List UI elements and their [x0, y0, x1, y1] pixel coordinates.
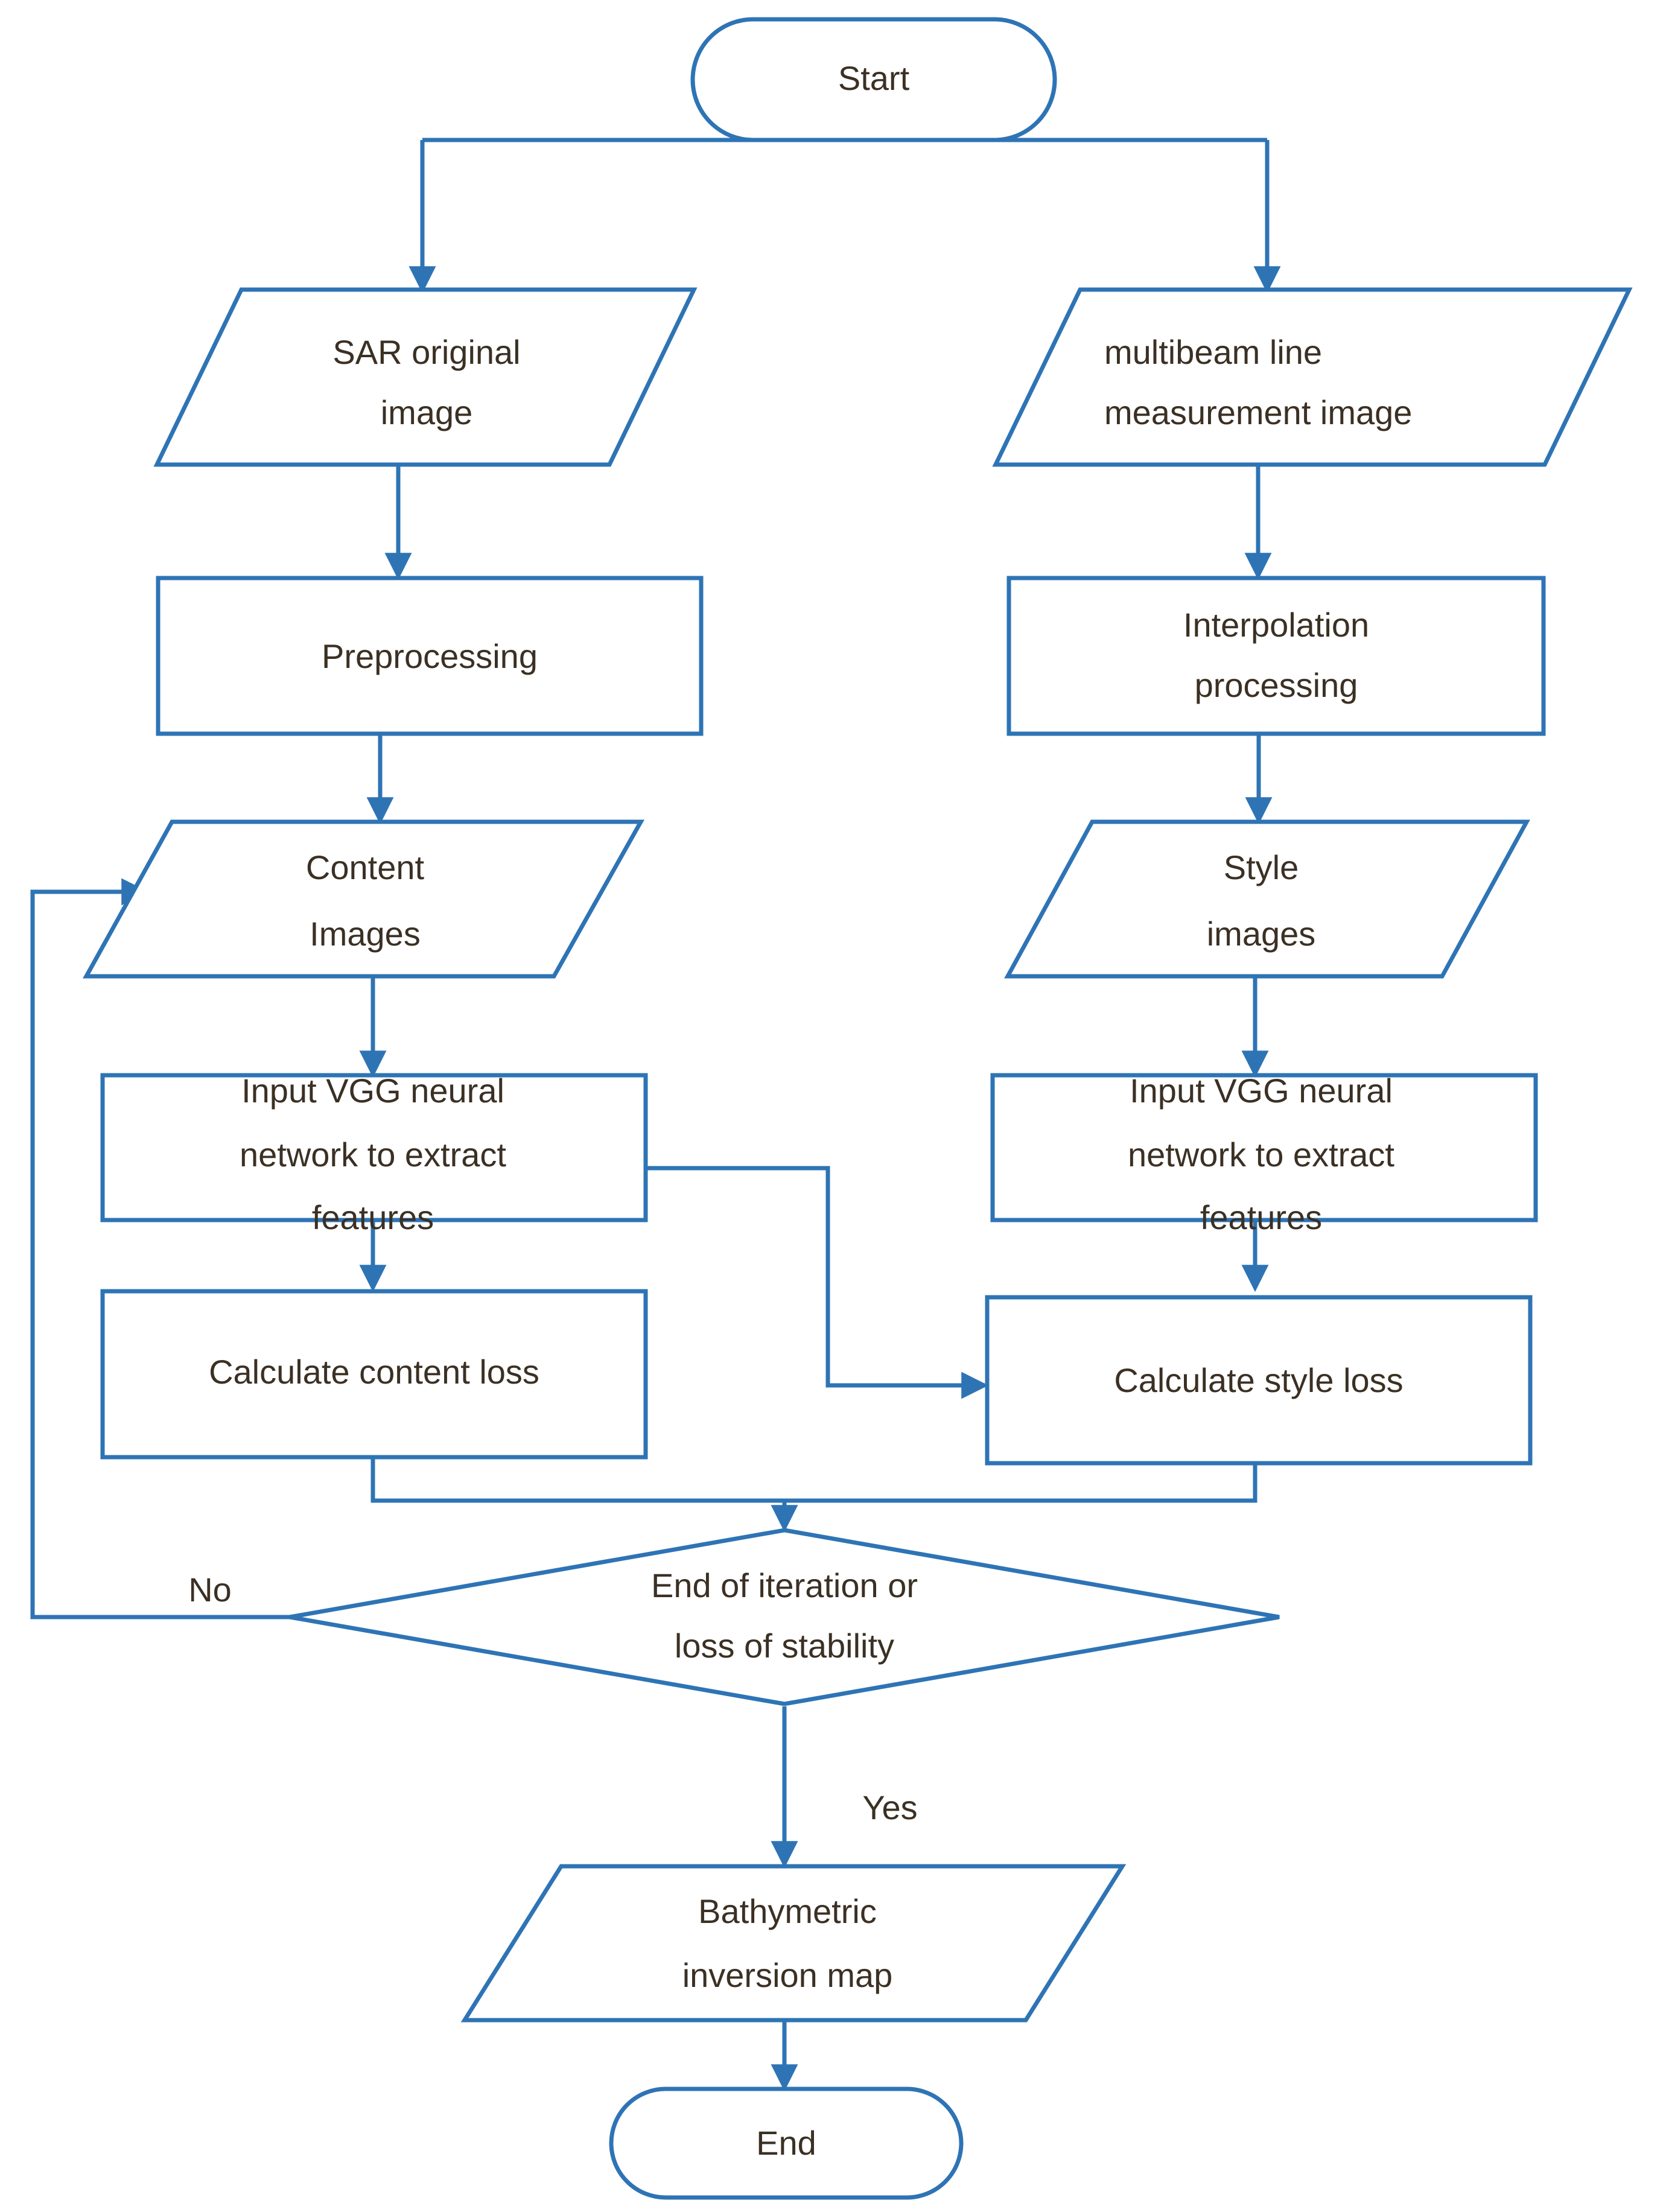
end-label: End [756, 2124, 816, 2162]
decision-label-line1: End of iteration or [651, 1566, 918, 1604]
content-loss-label: Calculate content loss [209, 1353, 539, 1391]
decision-label-line2: loss of stability [675, 1627, 894, 1665]
node-calculate-content-loss[interactable]: Calculate content loss [100, 1289, 648, 1460]
start-shape [690, 17, 1057, 142]
content-loss-shape [100, 1289, 648, 1460]
multibeam-label-line2: measurement image [1104, 393, 1412, 431]
bathymetric-label-line2: inversion map [682, 1956, 893, 1994]
content-images-shape [83, 819, 644, 979]
node-vgg-content[interactable]: Input VGG neural network to extract feat… [100, 1072, 648, 1236]
vgg-content-label-line2: network to extract [240, 1136, 506, 1174]
edge-vggcontent-to-styleloss [646, 1166, 989, 1399]
node-decision-end-of-iteration[interactable]: End of iteration or loss of stability [289, 1528, 1280, 1706]
edge-styleloss-to-merge [784, 1463, 1257, 1503]
node-style-images[interactable]: Style images [1004, 819, 1530, 979]
sar-shape [153, 287, 698, 467]
node-calculate-style-loss[interactable]: Calculate style loss [985, 1295, 1533, 1466]
multibeam-shape [992, 287, 1633, 467]
node-vgg-style[interactable]: Input VGG neural network to extract feat… [990, 1072, 1538, 1236]
bathymetric-label-line1: Bathymetric [698, 1892, 877, 1930]
style-loss-shape [985, 1295, 1533, 1466]
interpolation-label-line1: Interpolation [1183, 606, 1369, 644]
decision-shape [289, 1528, 1280, 1706]
bathymetric-shape [460, 1864, 1127, 2023]
style-images-shape [1004, 819, 1530, 979]
node-interpolation-processing[interactable]: Interpolation processing [1006, 576, 1546, 736]
end-shape [609, 2086, 964, 2200]
node-content-images[interactable]: Content Images [83, 819, 644, 979]
preprocessing-shape [156, 576, 704, 736]
sar-label-line2: image [381, 393, 473, 431]
interpolation-label-line2: processing [1195, 666, 1358, 704]
vgg-content-shape [100, 1073, 648, 1222]
vgg-content-label-line1: Input VGG neural [241, 1072, 504, 1110]
style-loss-label: Calculate style loss [1114, 1361, 1403, 1399]
edge-label-yes: Yes [862, 1788, 917, 1826]
edge-contentloss-to-merge [370, 1457, 784, 1503]
node-multibeam-image[interactable]: multibeam line measurement image [992, 287, 1633, 467]
vgg-style-label-line3: features [1200, 1198, 1322, 1236]
start-label: Start [838, 59, 910, 97]
content-images-label-line1: Content [306, 848, 425, 886]
preprocessing-label: Preprocessing [322, 637, 538, 675]
node-end[interactable]: End [609, 2086, 964, 2200]
node-sar-original-image[interactable]: SAR original image [153, 287, 698, 467]
style-images-label-line2: images [1207, 915, 1316, 953]
vgg-style-label-line2: network to extract [1128, 1136, 1394, 1174]
vgg-style-label-line1: Input VGG neural [1130, 1072, 1393, 1110]
multibeam-label-line1: multibeam line [1104, 333, 1322, 371]
style-images-label-line1: Style [1224, 848, 1299, 886]
vgg-content-label-line3: features [312, 1198, 434, 1236]
node-start[interactable]: Start [690, 17, 1057, 142]
interpolation-shape [1006, 576, 1546, 736]
vgg-style-shape [990, 1073, 1538, 1222]
node-preprocessing[interactable]: Preprocessing [156, 576, 704, 736]
node-bathymetric-inversion-map[interactable]: Bathymetric inversion map [460, 1864, 1127, 2023]
edge-no-loop-to-content [30, 878, 310, 1619]
edge-label-no: No [188, 1571, 232, 1609]
content-images-label-line2: Images [310, 915, 421, 953]
sar-label-line1: SAR original [332, 333, 520, 371]
